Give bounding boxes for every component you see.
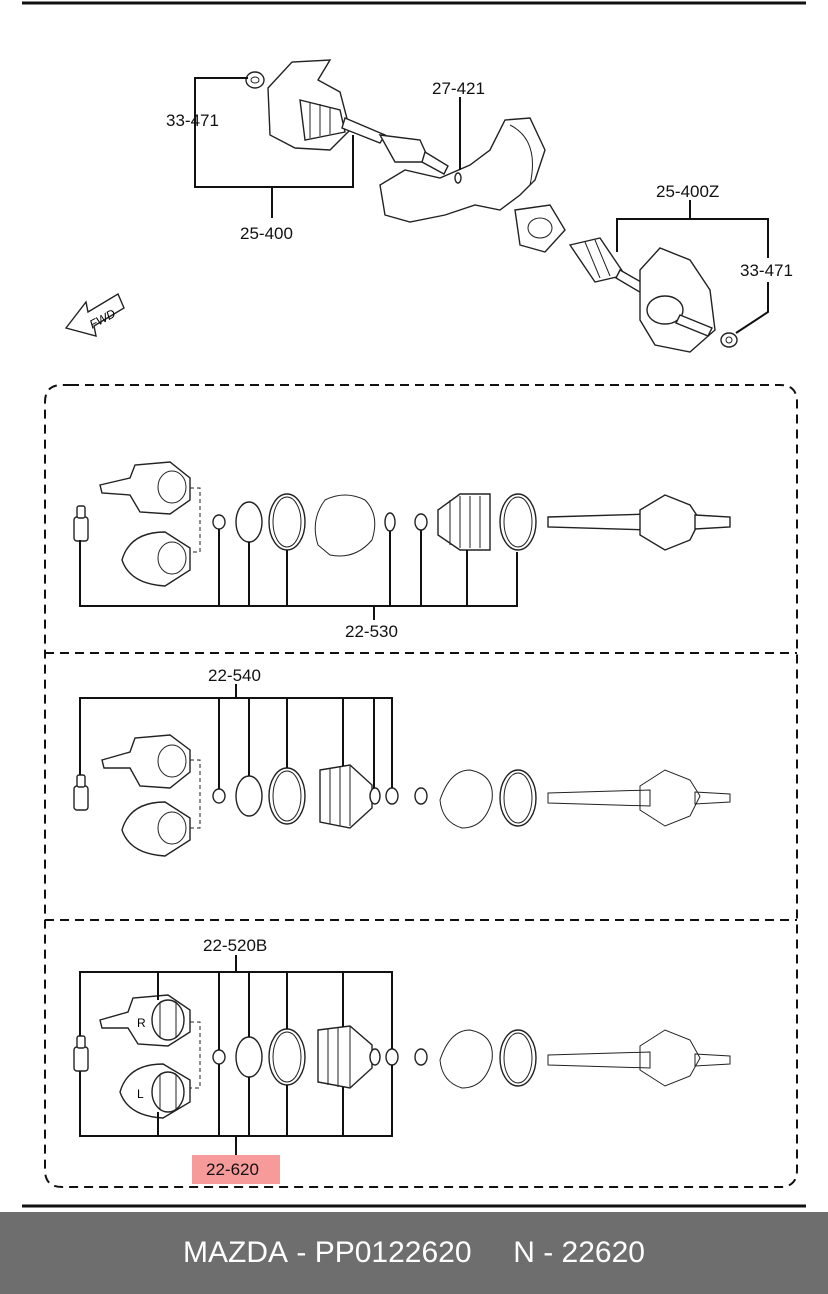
label-33-471-left: 33-471 [166, 111, 219, 130]
highlight-box [192, 1155, 280, 1184]
footer-bar: MAZDA - PP0122620 N - 22620 [0, 1212, 828, 1294]
footer-catalog-number: N - 22620 [513, 1236, 645, 1269]
label-22-520b: 22-520B [203, 936, 267, 955]
label-25-400z: 25-400Z [656, 182, 719, 201]
label-27-421: 27-421 [432, 79, 485, 98]
fwd-arrow-icon: FWD [64, 292, 125, 337]
label-22-530: 22-530 [345, 622, 398, 641]
label-25-400: 25-400 [240, 224, 293, 243]
footer-gap [472, 1236, 514, 1270]
top-assembly [245, 59, 738, 353]
top-leaders [194, 77, 769, 334]
kits-frame [44, 384, 798, 1188]
label-r: R [137, 1016, 146, 1030]
kit-22-540 [73, 684, 731, 857]
footer-separator: - [288, 1236, 315, 1269]
label-33-471-right: 33-471 [740, 261, 793, 280]
footer-brand: MAZDA [183, 1236, 289, 1269]
label-22-620: 22-620 [206, 1160, 259, 1179]
label-22-540: 22-540 [208, 666, 261, 685]
kit-22-520b: R L [73, 955, 731, 1155]
label-l: L [137, 1087, 144, 1101]
footer-part-number: PP0122620 [314, 1236, 472, 1269]
kit-22-530 [73, 461, 731, 620]
